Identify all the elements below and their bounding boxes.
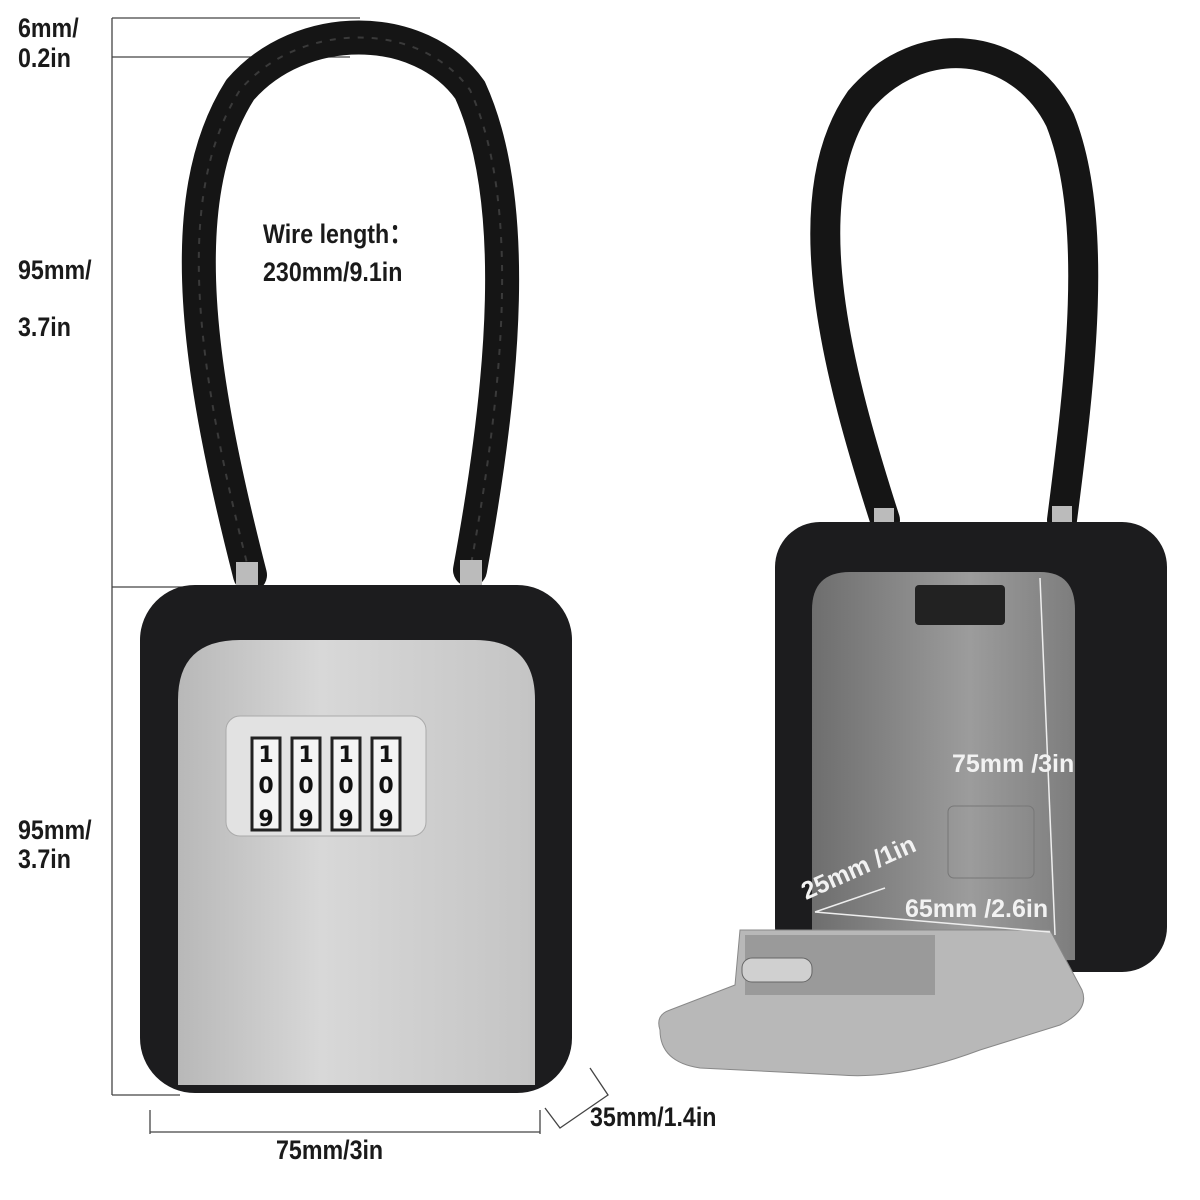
svg-text:0: 0 xyxy=(298,774,313,799)
dial-2: 1 xyxy=(298,743,313,768)
inner-height-label: 75mm /3in xyxy=(952,750,1075,778)
svg-text:9: 9 xyxy=(338,807,353,832)
body-height-mm: 95mm/ xyxy=(18,815,92,845)
left-lockbox-face xyxy=(178,640,535,1085)
shackle-height-in: 3.7in xyxy=(18,312,71,342)
inner-dimension-lines xyxy=(814,577,1056,936)
svg-text:9: 9 xyxy=(298,807,313,832)
shackle-height-mm: 95mm/ xyxy=(18,255,92,285)
dial-3: 1 xyxy=(338,743,353,768)
dial-1: 1 xyxy=(258,743,273,768)
svg-text:9: 9 xyxy=(378,807,393,832)
right-lockbox-interior xyxy=(812,572,1075,965)
inner-width-label: 65mm /2.6in xyxy=(905,895,1049,923)
wire-length-value: 230mm/9.1in xyxy=(263,257,403,287)
combination-dials: 1 1 1 1 0 0 0 0 9 9 9 9 xyxy=(250,736,402,832)
right-cable xyxy=(810,38,1099,535)
svg-text:0: 0 xyxy=(338,774,353,799)
body-width-label: 75mm/3in xyxy=(276,1135,384,1165)
cable-thickness-in: 0.2in xyxy=(18,43,71,73)
cable-thickness-mm: 6mm/ xyxy=(18,13,79,43)
body-height-in: 3.7in xyxy=(18,844,71,874)
dimension-lines xyxy=(111,17,609,1134)
svg-text:0: 0 xyxy=(258,774,273,799)
svg-text:9: 9 xyxy=(258,807,273,832)
dial-4: 1 xyxy=(378,743,393,768)
left-cable xyxy=(181,20,520,592)
wire-length-label: Wire length： xyxy=(263,219,413,249)
svg-text:0: 0 xyxy=(378,774,393,799)
body-depth-label: 35mm/1.4in xyxy=(590,1102,717,1132)
